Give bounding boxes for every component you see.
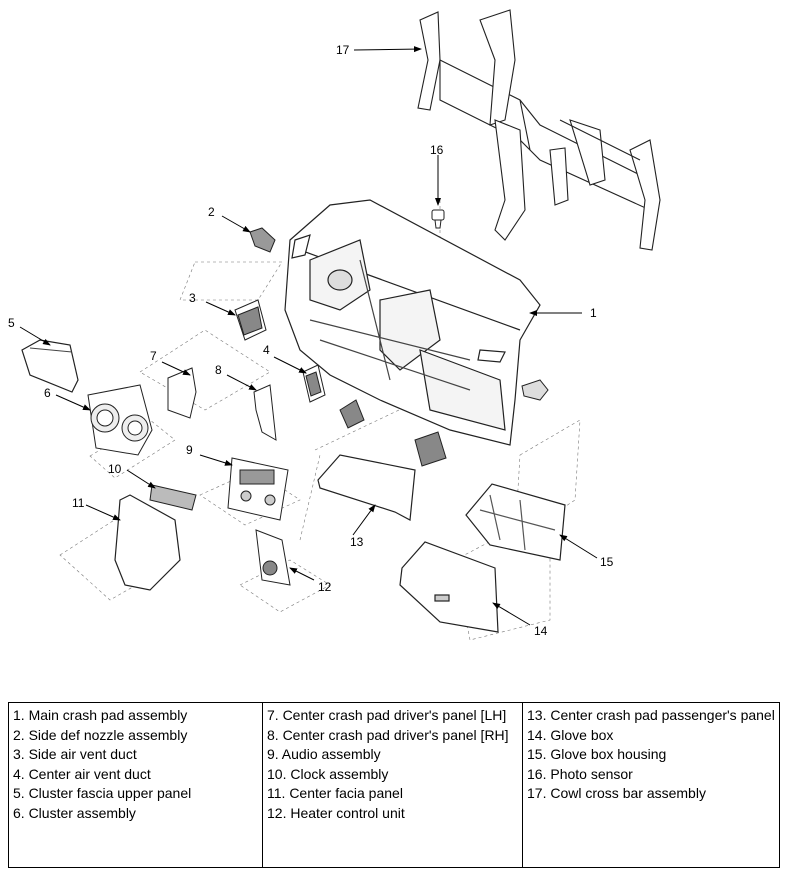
audio-assembly [227,457,289,521]
cowl-cross-bar-assembly [417,9,661,251]
center-crash-pad-driver-panel-lh [167,367,197,419]
legend-column-3: 13. Center crash pad passenger's panel 1… [522,702,780,868]
center-air-vent-duct [302,364,326,403]
legend-item: 4. Center air vent duct [13,765,151,782]
legend-item: 16. Photo sensor [527,765,633,782]
legend-item: 1. Main crash pad assembly [13,707,188,723]
cluster-fascia-upper-panel [21,339,79,393]
clock-assembly [149,484,197,511]
legend-item: 7. Center crash pad driver's panel [LH] [267,707,507,723]
glove-box-housing [465,483,566,561]
center-facia-panel [114,494,181,591]
callout-12: 12 [318,580,332,594]
callout-7: 7 [150,349,157,363]
callout-15: 15 [600,555,614,569]
center-vent-right [339,399,365,429]
callout-leader-lines [19,46,598,626]
callout-11: 11 [72,496,85,510]
side-def-nozzle-assembly [249,227,276,253]
side-vent-right [521,379,549,401]
legend-column-1: 1. Main crash pad assembly 2. Side def n… [8,702,263,868]
legend-item: 8. Center crash pad driver's panel [RH] [267,726,509,743]
callout-9: 9 [186,443,193,457]
legend-item: 5. Cluster fascia upper panel [13,785,192,801]
legend-item: 13. Center crash pad passenger's panel [527,707,775,723]
callout-3: 3 [189,291,196,305]
exploded-parts-diagram: 17 16 2 1 3 5 4 7 8 6 9 10 11 13 12 15 1… [8,9,661,641]
legend-item: 3. Side air vent duct [13,746,137,762]
legend-item: 2. Side def nozzle assembly [13,726,188,743]
center-crash-pad-driver-panel-rh [253,384,277,441]
legend-column-2: 7. Center crash pad driver's panel [LH] … [262,702,523,868]
legend-item: 11. Center facia panel [267,785,403,801]
callout-labels: 17 16 2 1 3 5 4 7 8 6 9 10 11 13 12 15 1… [8,43,614,638]
exploded-view-guide-lines [59,200,581,641]
callout-2: 2 [208,205,215,219]
main-crash-pad-assembly [284,199,541,446]
callout-5: 5 [8,316,15,330]
callout-14: 14 [534,624,548,638]
side-vent-passenger [414,431,447,467]
legend-item: 6. Cluster assembly [13,804,136,821]
glove-box [399,541,499,633]
center-crash-pad-passenger-panel [317,454,416,521]
parts-legend-table: 1. Main crash pad assembly 2. Side def n… [8,702,780,868]
legend-row: 1. Main crash pad assembly 2. Side def n… [8,702,780,868]
callout-1: 1 [590,306,597,320]
heater-control-unit [255,529,291,586]
legend-item: 14. Glove box [527,726,614,743]
legend-item: 17. Cowl cross bar assembly [527,785,706,801]
callout-8: 8 [215,363,222,377]
legend-item: 10. Clock assembly [267,765,389,782]
legend-item: 12. Heater control unit [267,804,405,821]
callout-13: 13 [350,535,364,549]
callout-4: 4 [263,343,270,357]
callout-17: 17 [336,43,350,57]
callout-16: 16 [430,143,444,157]
callout-6: 6 [44,386,51,400]
side-air-vent-duct [234,299,267,341]
photo-sensor [431,209,445,229]
legend-item: 15. Glove box housing [527,746,667,762]
fascia-edge-line [29,347,73,353]
cluster-assembly [87,384,153,456]
callout-10: 10 [108,462,122,476]
legend-item: 9. Audio assembly [267,746,381,762]
